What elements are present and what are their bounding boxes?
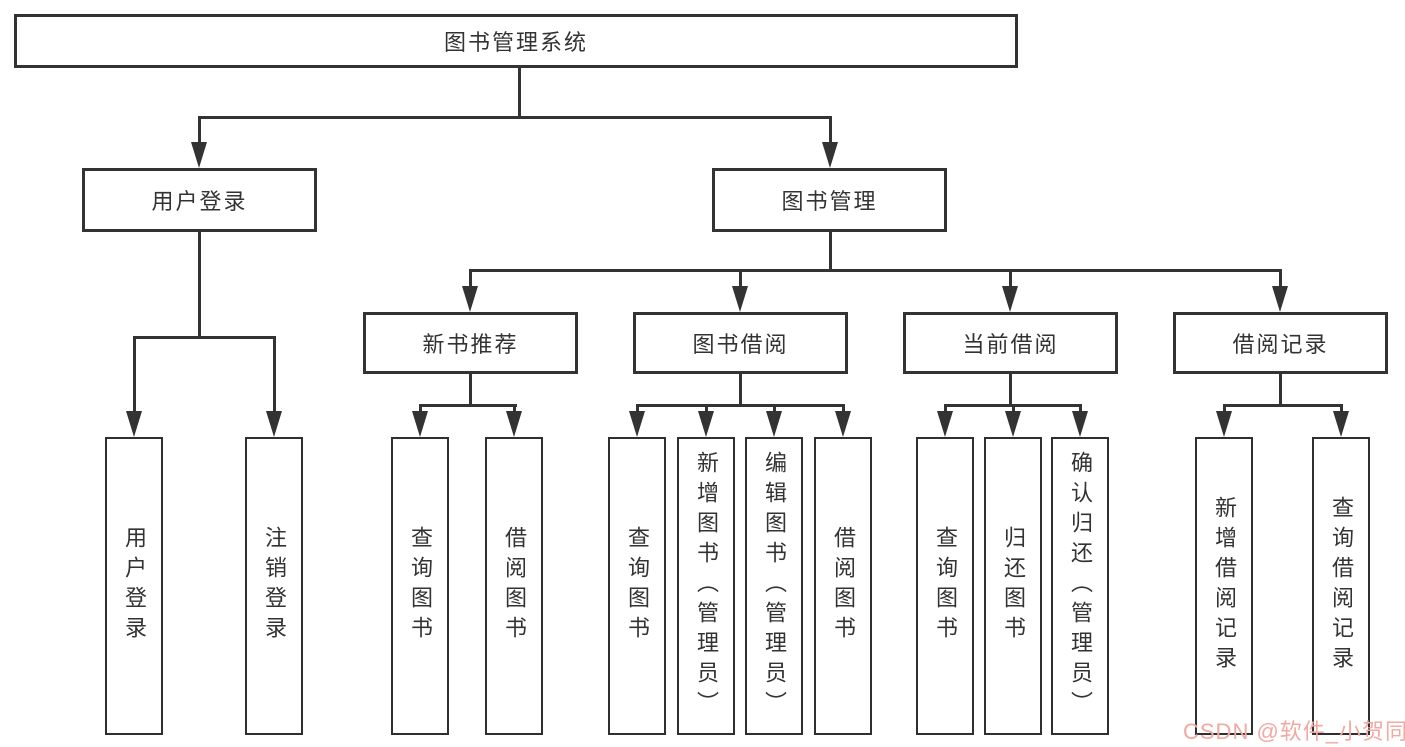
leaf-query-books-2: 查询图书 [608,437,666,735]
leaf-label: 新增借阅记录 [1212,496,1237,676]
leaf-label: 查询图书 [625,526,650,646]
leaf-query-books-3: 查询图书 [916,437,974,735]
leaf-query-borrow-record: 查询借阅记录 [1312,437,1370,735]
node-label: 借阅记录 [1232,332,1329,357]
node-borrowing-records: 借阅记录 [1173,312,1388,374]
connector-line [419,404,422,414]
arrowhead-icon [1072,411,1088,437]
leaf-edit-book-admin: 编辑图书（管理员） [745,437,803,735]
leaf-label: 用户登录 [122,526,147,646]
connector-line [739,374,742,407]
arrowhead-icon [191,142,207,168]
connector-line [1340,404,1343,414]
leaf-label: 确认归还（管理员） [1068,451,1093,721]
arrowhead-icon [835,411,851,437]
node-label: 图书借阅 [692,332,789,357]
connector-line [773,404,776,414]
arrowhead-icon [1005,411,1021,437]
connector-line [198,116,832,119]
leaf-return-book: 归还图书 [984,437,1042,735]
connector-line [273,336,276,414]
leaf-label: 借阅图书 [502,526,527,646]
arrowhead-icon [462,286,478,312]
connector-line [842,404,845,414]
arrowhead-icon [1333,411,1349,437]
arrowhead-icon [266,411,282,437]
connector-line [636,404,639,414]
connector-line [829,232,832,272]
connector-line [133,336,276,339]
leaf-label: 查询借阅记录 [1329,496,1354,676]
node-current-borrowing: 当前借阅 [903,312,1118,374]
arrowhead-icon [732,286,748,312]
connector-line [944,404,947,414]
connector-line [469,269,1282,272]
csdn-watermark: CSDN @软件_小贺同学 [1183,719,1405,744]
arrowhead-icon [126,411,142,437]
leaf-add-borrow-record: 新增借阅记录 [1195,437,1253,735]
connector-line [1223,404,1343,407]
leaf-label: 归还图书 [1001,526,1026,646]
connector-line [1079,404,1082,414]
connector-line [739,269,742,289]
node-book-management: 图书管理 [712,168,947,232]
leaf-borrow-book-2: 借阅图书 [814,437,872,735]
arrowhead-icon [766,411,782,437]
connector-line [1009,269,1012,289]
arrowhead-icon [1002,286,1018,312]
leaf-user-login: 用户登录 [105,437,163,735]
connector-line [1279,374,1282,407]
leaf-label: 借阅图书 [831,526,856,646]
arrowhead-icon [1216,411,1232,437]
leaf-add-book-admin: 新增图书（管理员） [677,437,735,735]
connector-line [518,68,521,118]
node-label: 图书管理 [781,189,878,214]
connector-line [419,404,517,407]
node-user-login: 用户登录 [82,168,317,232]
leaf-label: 注销登录 [262,526,287,646]
leaf-label: 编辑图书（管理员） [762,451,787,721]
connector-line [1223,404,1226,414]
leaf-label: 新增图书（管理员） [694,451,719,721]
connector-line [198,116,201,144]
arrowhead-icon [1272,286,1288,312]
connector-line [469,374,472,407]
node-label: 用户登录 [151,189,248,214]
node-library-management-system: 图书管理系统 [14,14,1018,68]
leaf-label: 查询图书 [933,526,958,646]
connector-line [1279,269,1282,289]
connector-line [513,404,516,414]
arrowhead-icon [937,411,953,437]
connector-line [469,269,472,289]
connector-line [705,404,708,414]
connector-line [829,116,832,144]
node-book-borrowing: 图书借阅 [633,312,848,374]
arrowhead-icon [698,411,714,437]
arrowhead-icon [412,411,428,437]
arrowhead-icon [506,411,522,437]
node-label: 新书推荐 [422,332,519,357]
connector-line [636,404,845,407]
leaf-query-books-1: 查询图书 [391,437,449,735]
node-label: 图书管理系统 [443,30,588,55]
connector-line [198,232,201,338]
leaf-label: 查询图书 [408,526,433,646]
node-label: 当前借阅 [962,332,1059,357]
arrowhead-icon [629,411,645,437]
connector-line [1009,374,1012,407]
connector-line [133,336,136,414]
arrowhead-icon [822,142,838,168]
leaf-borrow-book-1: 借阅图书 [485,437,543,735]
connector-line [1012,404,1015,414]
node-new-book-recommendation: 新书推荐 [363,312,578,374]
leaf-logout: 注销登录 [245,437,303,735]
leaf-confirm-return-admin: 确认归还（管理员） [1051,437,1109,735]
